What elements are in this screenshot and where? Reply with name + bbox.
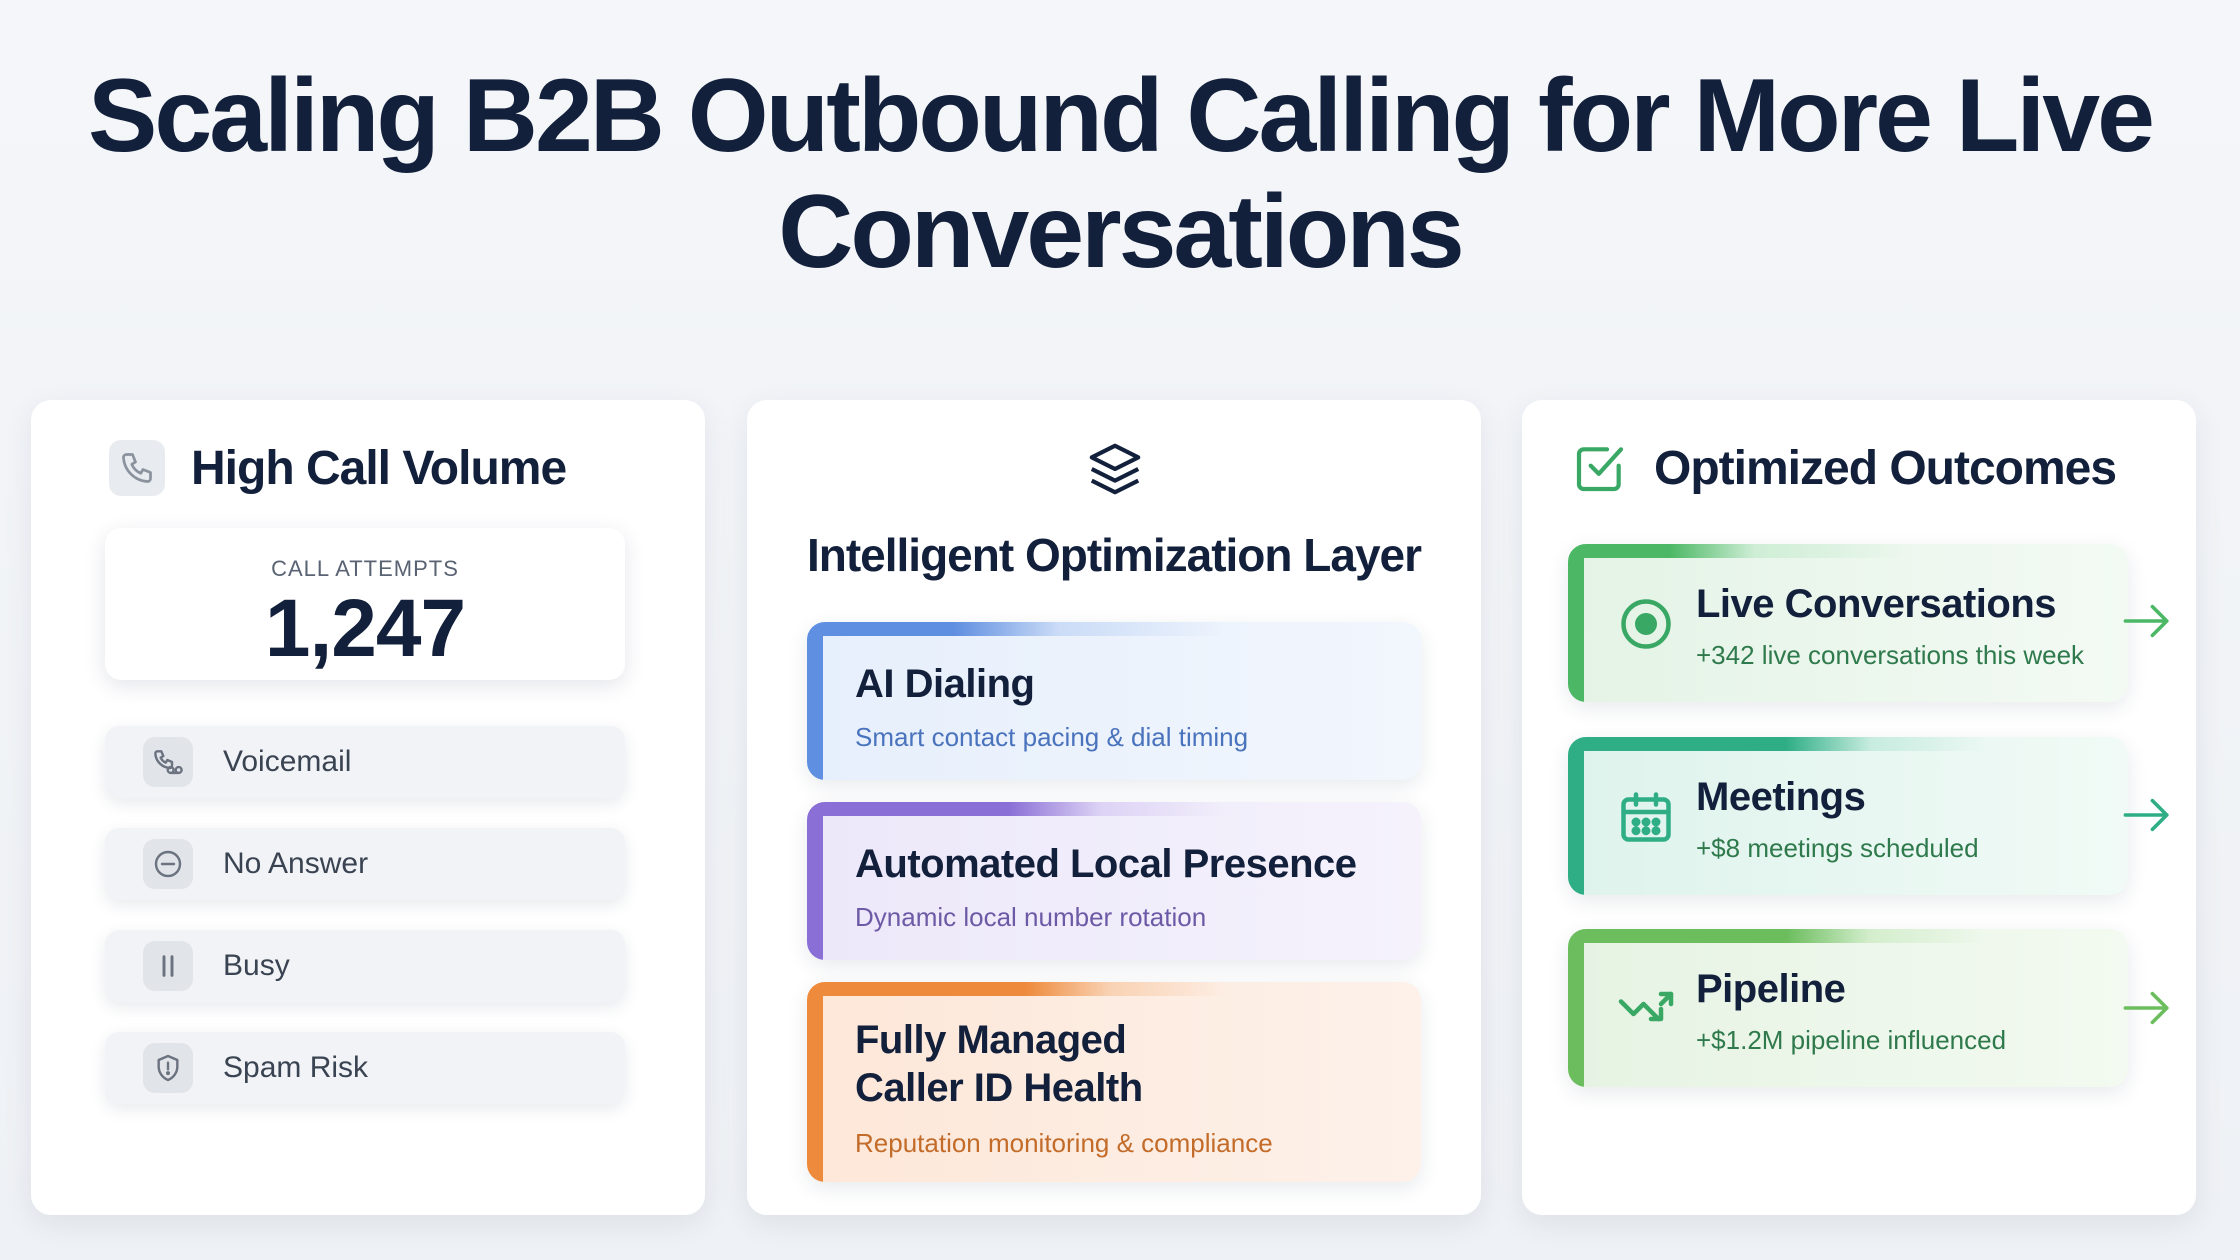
high-call-volume-title: High Call Volume — [191, 441, 567, 495]
trend-icon — [1616, 979, 1676, 1044]
arrow-right-icon — [2120, 792, 2174, 843]
layer-top-bar — [807, 802, 1227, 816]
call-attempts-card: CALL ATTEMPTS 1,247 — [105, 528, 625, 680]
shield-icon — [143, 1043, 193, 1093]
no-answer-icon — [143, 839, 193, 889]
layers-icon — [1084, 438, 1146, 505]
status-item-busy: Busy — [105, 930, 625, 1002]
layer-title-line-2: Caller ID Health — [855, 1066, 1143, 1110]
outcome-title: Live Conversations — [1696, 582, 2057, 626]
layer-top-bar — [807, 622, 1227, 636]
outcome-title: Meetings — [1696, 775, 1866, 819]
outcome-subtitle: +342 live conversations this week — [1696, 640, 2085, 670]
layer-title: AI Dialing — [855, 662, 1035, 706]
title-line-2: Conversations — [778, 174, 1464, 290]
layer-card-caller-id-health: Fully Managed Caller ID Health Reputatio… — [807, 982, 1421, 1182]
outcome-accent-bar — [1568, 737, 1584, 895]
outcome-top-bar — [1568, 737, 1988, 751]
optimization-layer-panel: Intelligent Optimization Layer AI Dialin… — [747, 400, 1481, 1215]
layer-title: Fully Managed Caller ID Health — [855, 1016, 1375, 1112]
outcome-title: Pipeline — [1696, 967, 1846, 1011]
target-icon — [1616, 594, 1676, 659]
layer-card-ai-dialing: AI Dialing Smart contact pacing & dial t… — [807, 622, 1421, 780]
layer-top-bar — [807, 982, 1227, 996]
layer-title: Automated Local Presence — [855, 842, 1357, 886]
optimized-outcomes-title: Optimized Outcomes — [1654, 441, 2117, 495]
layer-subtitle: Dynamic local number rotation — [855, 902, 1207, 932]
outcome-subtitle: +$1.2M pipeline influenced — [1696, 1025, 2007, 1055]
call-attempts-value: 1,247 — [264, 583, 466, 674]
layer-title-line-1: Fully Managed — [855, 1018, 1127, 1062]
status-label: Spam Risk — [223, 1051, 369, 1084]
layer-subtitle: Reputation monitoring & compliance — [855, 1128, 1273, 1158]
status-label: Voicemail — [223, 745, 352, 778]
status-item-spam-risk: Spam Risk — [105, 1032, 625, 1104]
phone-icon — [109, 440, 165, 496]
checkbox-icon — [1572, 440, 1628, 496]
arrow-right-icon — [2120, 598, 2174, 649]
outcome-top-bar — [1568, 544, 1908, 558]
layer-accent-bar — [807, 982, 823, 1182]
layer-accent-bar — [807, 622, 823, 780]
arrow-right-icon — [2120, 985, 2174, 1036]
status-label: Busy — [223, 949, 290, 982]
voicemail-icon — [143, 737, 193, 787]
high-call-volume-panel: High Call Volume CALL ATTEMPTS 1,247 Voi… — [31, 400, 705, 1215]
optimized-outcomes-heading: Optimized Outcomes — [1572, 440, 2117, 496]
optimization-layer-title: Intelligent Optimization Layer — [806, 529, 1422, 581]
high-call-volume-heading: High Call Volume — [109, 440, 567, 496]
layer-subtitle: Smart contact pacing & dial timing — [855, 722, 1249, 752]
title-line-1: Scaling B2B Outbound Calling for More Li… — [88, 58, 2155, 174]
outcome-accent-bar — [1568, 544, 1584, 702]
outcome-card-meetings: Meetings +$8 meetings scheduled — [1568, 737, 2128, 895]
optimized-outcomes-panel: Optimized Outcomes Live Conversations +3… — [1522, 400, 2196, 1215]
status-label: No Answer — [223, 847, 369, 880]
status-item-voicemail: Voicemail — [105, 726, 625, 798]
pause-icon — [143, 941, 193, 991]
calendar-icon — [1616, 787, 1676, 852]
outcome-card-live-conversations: Live Conversations +342 live conversatio… — [1568, 544, 2128, 702]
page-title: Scaling B2B Outbound Calling for More Li… — [0, 58, 2240, 290]
status-item-no-answer: No Answer — [105, 828, 625, 900]
outcome-subtitle: +$8 meetings scheduled — [1696, 833, 1979, 863]
outcome-card-pipeline: Pipeline +$1.2M pipeline influenced — [1568, 929, 2128, 1087]
outcome-accent-bar — [1568, 929, 1584, 1087]
outcome-top-bar — [1568, 929, 1988, 943]
layer-card-local-presence: Automated Local Presence Dynamic local n… — [807, 802, 1421, 960]
layer-accent-bar — [807, 802, 823, 960]
call-attempts-label: CALL ATTEMPTS — [271, 556, 459, 581]
